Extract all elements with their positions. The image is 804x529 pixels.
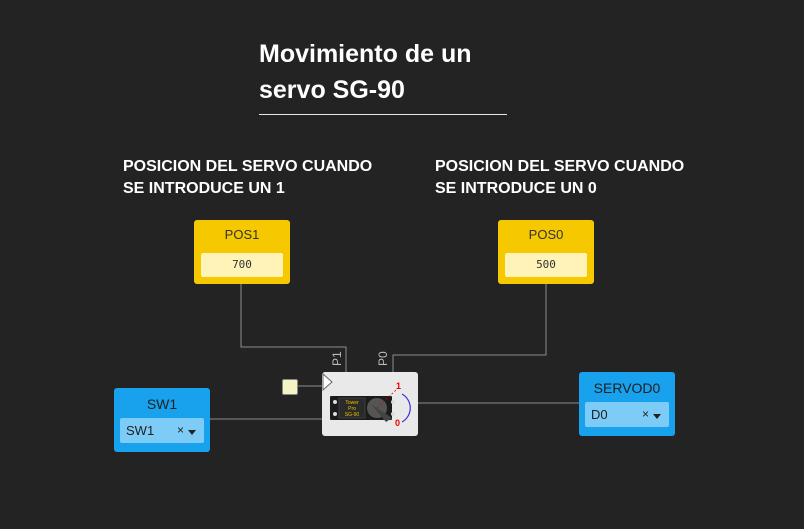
caption-right: POSICION DEL SERVO CUANDO SE INTRODUCE U… [435, 156, 735, 200]
sw1-clear-icon[interactable]: × [176, 423, 184, 437]
pin-label-p0: P0 [376, 351, 390, 366]
servo-mark-0: 0 [395, 418, 400, 428]
servo-block[interactable]: Tower Pro SG-90 1 0 [322, 372, 418, 436]
sw1-chevron-down-icon[interactable] [188, 430, 196, 435]
pos1-value-field[interactable]: 700 [201, 253, 283, 277]
servo-chip-text-1: Tower [345, 400, 359, 406]
sw1-label: SW1 [146, 396, 178, 412]
servod0-clear-icon[interactable]: × [641, 407, 649, 421]
sw1-block[interactable]: SW1 SW1 × [114, 388, 210, 452]
servo-mount-hole [333, 400, 337, 404]
caption-right-line-1: POSICION DEL SERVO CUANDO [435, 158, 685, 175]
servod0-block[interactable]: SERVOD0 D0 × [579, 372, 675, 436]
caption-left-line-1: POSICION DEL SERVO CUANDO [123, 158, 373, 175]
caption-left-line-2: SE INTRODUCE UN 1 [123, 180, 285, 197]
title-divider [259, 114, 507, 115]
pos1-label: POS1 [224, 227, 260, 242]
page-title: Movimiento de un servo SG-90 [259, 36, 509, 108]
position-dashed-line [376, 389, 397, 409]
input-square[interactable] [282, 379, 298, 395]
sw1-select[interactable]: SW1 × [120, 418, 204, 443]
servod0-chevron-down-icon[interactable] [653, 414, 661, 419]
pin-label-p1: P1 [330, 351, 344, 366]
page-title-line-1: Movimiento de un [259, 40, 472, 68]
servo-chip-text-3: SG-90 [345, 412, 360, 418]
caption-left: POSICION DEL SERVO CUANDO SE INTRODUCE U… [123, 156, 423, 200]
page-title-line-2: servo SG-90 [259, 76, 405, 104]
wire-pos0-to-p0 [392, 284, 547, 372]
servo-horn-arm [371, 404, 392, 422]
sw1-selected-value: SW1 [126, 423, 155, 438]
servod0-selected-value: D0 [591, 407, 608, 422]
servo-mount-hole [333, 412, 337, 416]
caption-right-line-2: SE INTRODUCE UN 0 [435, 180, 597, 197]
servo-graphic: Tower Pro SG-90 1 0 [322, 372, 411, 428]
pos1-block[interactable]: POS1 700 [194, 220, 290, 284]
input-arrow-icon [322, 372, 333, 392]
pos0-block[interactable]: POS0 500 [498, 220, 594, 284]
servo-chip [338, 397, 366, 419]
pos0-value-field[interactable]: 500 [505, 253, 587, 277]
rotation-arc-icon [401, 393, 411, 423]
servo-mark-1: 1 [396, 381, 401, 391]
servo-mount-hole [391, 412, 395, 416]
servo-mount-hole [391, 400, 395, 404]
servod0-label: SERVOD0 [593, 380, 661, 396]
wire-pos1-to-p1 [240, 284, 347, 372]
servod0-select[interactable]: D0 × [585, 402, 669, 427]
pos0-label: POS0 [528, 227, 564, 242]
servo-chip-text-2: Pro [348, 406, 356, 412]
